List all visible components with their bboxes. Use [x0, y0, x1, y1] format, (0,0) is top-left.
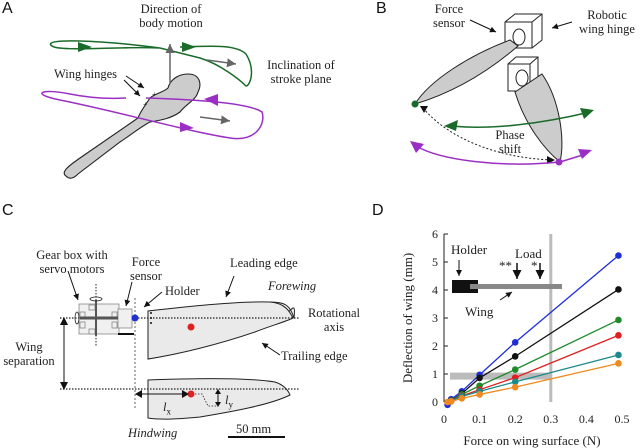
data-point-orange [458, 395, 466, 402]
label-inclination-of-stroke-plane: Inclination of stroke plane [256, 58, 346, 86]
data-point-orange [476, 391, 483, 398]
inset-single-star: * [531, 258, 538, 273]
label-force-sensor-c: Force sensor [126, 255, 166, 283]
label-line: wing hinge [579, 22, 635, 36]
series-line-orange [447, 362, 619, 403]
x-tick-label: 0.4 [579, 412, 594, 426]
label-ly: ly [225, 393, 233, 410]
panel-letter-a: A [2, 0, 13, 17]
label-line: body motion [139, 16, 203, 30]
data-point-green [511, 366, 519, 373]
inset-load-label: Load [515, 246, 542, 261]
data-point-orange [615, 360, 622, 367]
series-line-red [450, 334, 619, 402]
data-point-black [511, 353, 519, 360]
label-line: shift [498, 142, 522, 156]
label-line: Phase [495, 128, 525, 142]
y-tick-label: 6 [432, 227, 438, 241]
data-point-black [476, 374, 483, 382]
label-line: Rotational [307, 306, 361, 320]
label-line: servo motors [39, 262, 105, 276]
y-axis-label: Deflection of wing (mm) [400, 253, 415, 383]
data-point-green [615, 316, 622, 324]
label-rotational-axis: Rotational axis [306, 306, 362, 334]
label-hindwing: Hindwing [128, 426, 178, 440]
label-trailing-edge: Trailing edge [281, 349, 348, 363]
panel-letter-b: B [376, 0, 387, 17]
data-point-teal [615, 351, 622, 359]
label-wing-separation: Wing separation [0, 340, 58, 368]
data-point-blue [615, 252, 622, 259]
panel-letter-c: C [2, 202, 14, 219]
label-lx: lx [163, 400, 171, 417]
x-tick-label: 0 [441, 412, 447, 426]
series-line-green [450, 319, 619, 402]
label-gearbox: Gear box with servo motors [30, 248, 114, 276]
label-line: sensor [130, 269, 162, 283]
label-wing-hinges: Wing hinges [54, 67, 118, 81]
data-point-teal [511, 378, 519, 386]
inset-holder-block [452, 280, 478, 293]
label-leading-edge: Leading edge [230, 256, 298, 270]
label-line: Gear box with [36, 248, 108, 262]
label-line: separation [3, 354, 55, 368]
label-line: Robotic [587, 8, 627, 22]
y-tick-label: 2 [432, 339, 438, 353]
x-tick-label: 0.1 [472, 412, 487, 426]
inset-wing-beam [470, 284, 562, 289]
label-line: Inclination of [267, 58, 335, 72]
x-tick-label: 0.5 [615, 412, 630, 426]
label-line: Wing [15, 340, 43, 354]
x-tick-label: 0.2 [508, 412, 523, 426]
label-line: Force [434, 2, 464, 16]
label-line: Direction of [140, 2, 202, 16]
y-tick-label: 5 [432, 255, 438, 269]
data-point-orange [511, 383, 519, 391]
y-tick-label: 4 [432, 283, 438, 297]
label-line: stroke plane [270, 72, 332, 86]
series-blue [444, 252, 622, 409]
x-tick-label: 0.3 [543, 412, 558, 426]
label-robotic-wing-hinge: Robotic wing hinge [575, 8, 639, 36]
inset-holder-label: Holder [451, 242, 488, 257]
label-forewing: Forewing [268, 279, 317, 293]
label-phase-shift: Phase shift [488, 128, 532, 156]
label-line: axis [323, 320, 345, 334]
data-point-red [615, 332, 622, 339]
cantilever-inset: Holder Load ** * Wing [451, 242, 562, 319]
data-point-orange [447, 398, 455, 405]
label-direction-of-body-motion: Direction of body motion [128, 2, 214, 30]
label-line: Force [131, 255, 161, 269]
label-holder: Holder [165, 284, 200, 298]
x-axis-label: Force on wing surface (N) [463, 433, 600, 448]
inset-double-star: ** [499, 258, 512, 273]
data-point-black [615, 286, 622, 293]
panel-letter-d: D [372, 202, 384, 219]
y-tick-label: 1 [432, 367, 438, 381]
inset-wing-label: Wing [465, 304, 494, 319]
y-tick-label: 0 [432, 395, 438, 409]
label-scale: 50 mm [236, 422, 272, 436]
series-orange [444, 360, 622, 406]
label-force-sensor-b: Force sensor [424, 2, 474, 30]
y-tick-label: 3 [432, 311, 438, 325]
data-point-blue [511, 339, 519, 346]
label-line: sensor [433, 16, 465, 30]
